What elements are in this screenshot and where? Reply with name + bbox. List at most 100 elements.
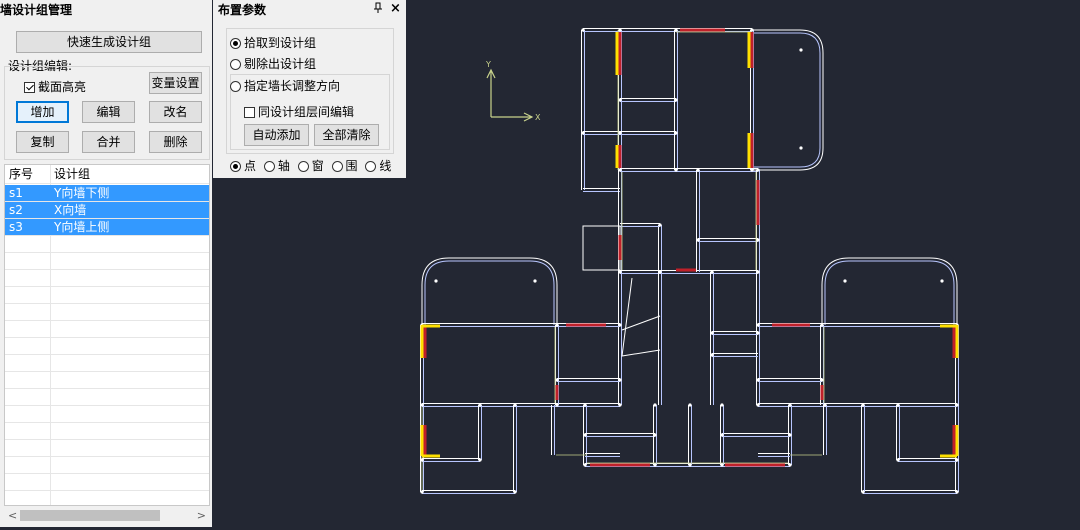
- node-point: [420, 458, 424, 462]
- node-point: [583, 433, 587, 437]
- node-point: [658, 270, 662, 274]
- node-point: [710, 353, 714, 357]
- scroll-thumb[interactable]: [20, 510, 160, 521]
- mode-window[interactable]: 窗: [297, 159, 324, 173]
- node-point: [799, 48, 803, 52]
- layout-params-panel: 布置参数 × 拾取到设计组 剔除出设计组 指定墙长调整方向 同设计组层间编辑 自…: [213, 0, 406, 178]
- table-row-empty: [5, 236, 209, 253]
- node-point: [710, 331, 714, 335]
- node-point: [478, 458, 482, 462]
- node-point: [420, 403, 424, 407]
- table-row[interactable]: s3 Y向墙上侧: [5, 219, 209, 236]
- edit-button[interactable]: 编辑: [82, 101, 135, 123]
- node-point: [861, 490, 865, 494]
- table-row-empty: [5, 457, 209, 474]
- delete-button[interactable]: 删除: [149, 131, 202, 153]
- node-point: [756, 168, 760, 172]
- ucs-axis-icon: [486, 68, 534, 122]
- node-point: [861, 403, 865, 407]
- table-row-empty: [5, 253, 209, 270]
- node-point: [756, 403, 760, 407]
- scroll-right-icon[interactable]: >: [196, 509, 206, 522]
- cad-drawing-canvas[interactable]: Y X: [406, 0, 1080, 527]
- wall-arc: [421, 257, 558, 325]
- radio-group-box: [226, 28, 394, 154]
- node-point: [696, 238, 700, 242]
- close-icon[interactable]: ×: [390, 1, 401, 16]
- node-point: [583, 403, 587, 407]
- node-point: [674, 131, 678, 135]
- table-row-empty: [5, 389, 209, 406]
- node-point: [688, 403, 692, 407]
- rename-button[interactable]: 改名: [149, 101, 202, 123]
- node-point: [820, 378, 824, 382]
- mode-point[interactable]: 点: [230, 159, 256, 173]
- node-point: [896, 403, 900, 407]
- table-row-empty: [5, 440, 209, 457]
- table-row-empty: [5, 321, 209, 338]
- pin-icon[interactable]: [373, 2, 383, 17]
- radio-wall-length-direction[interactable]: 指定墙长调整方向: [230, 78, 340, 94]
- floor-plan-drawing[interactable]: Y X: [406, 0, 1080, 527]
- node-point: [555, 378, 559, 382]
- node-point: [843, 279, 847, 283]
- copy-button[interactable]: 复制: [16, 131, 69, 153]
- node-point: [618, 98, 622, 102]
- node-point: [618, 403, 622, 407]
- checkbox-icon: [24, 82, 35, 93]
- node-point: [581, 131, 585, 135]
- quick-generate-button[interactable]: 快速生成设计组: [16, 31, 202, 53]
- node-point: [756, 323, 760, 327]
- axis-y-label: Y: [485, 60, 491, 69]
- scroll-left-icon[interactable]: <: [8, 509, 18, 522]
- table-row[interactable]: s1 Y向墙下侧: [5, 185, 209, 202]
- clear-all-button[interactable]: 全部清除: [314, 124, 379, 146]
- node-point: [955, 458, 959, 462]
- node-point: [618, 323, 622, 327]
- node-point: [513, 490, 517, 494]
- node-point: [756, 331, 760, 335]
- node-point: [820, 323, 824, 327]
- node-point: [896, 458, 900, 462]
- table-row-empty: [5, 372, 209, 389]
- node-point: [555, 403, 559, 407]
- table-row[interactable]: s2 X向墙: [5, 202, 209, 219]
- stair-outline: [582, 225, 621, 271]
- wall-design-group-panel: 墙设计组管理 快速生成设计组 设计组编辑: 截面高亮 变量设置 增加 编辑 改名…: [0, 0, 212, 527]
- mode-enclose[interactable]: 围: [331, 159, 358, 173]
- node-point: [674, 98, 678, 102]
- node-point: [940, 279, 944, 283]
- wall-arc: [824, 260, 955, 325]
- edit-group-box: [4, 66, 210, 160]
- node-point: [720, 433, 724, 437]
- table-row-empty: [5, 355, 209, 372]
- node-point: [618, 168, 622, 172]
- mode-options: 点 轴 窗 围 线: [230, 158, 391, 174]
- node-point: [555, 323, 559, 327]
- node-point: [618, 28, 622, 32]
- node-point: [688, 463, 692, 467]
- node-point: [710, 270, 714, 274]
- node-point: [533, 279, 537, 283]
- node-point: [653, 403, 657, 407]
- variable-settings-button[interactable]: 变量设置: [149, 72, 202, 94]
- highlight-checkbox[interactable]: 截面高亮: [24, 79, 86, 95]
- wall-arc: [821, 257, 958, 325]
- table-row-empty: [5, 423, 209, 440]
- radio-remove-from-group[interactable]: 剔除出设计组: [230, 56, 316, 72]
- wall-lines: [420, 28, 959, 494]
- node-point: [618, 131, 622, 135]
- add-button[interactable]: 增加: [16, 101, 69, 123]
- table-row-empty: [5, 304, 209, 321]
- merge-button[interactable]: 合并: [82, 131, 135, 153]
- same-layer-edit-checkbox[interactable]: 同设计组层间编辑: [244, 104, 354, 120]
- horizontal-scrollbar[interactable]: < >: [4, 507, 210, 524]
- node-point: [478, 403, 482, 407]
- radio-pick-to-group[interactable]: 拾取到设计组: [230, 35, 316, 51]
- mode-line[interactable]: 线: [365, 159, 391, 173]
- auto-add-button[interactable]: 自动添加: [244, 124, 309, 146]
- node-point: [618, 378, 622, 382]
- wall-arc: [752, 29, 824, 171]
- mode-axis[interactable]: 轴: [263, 159, 290, 173]
- node-point: [581, 28, 585, 32]
